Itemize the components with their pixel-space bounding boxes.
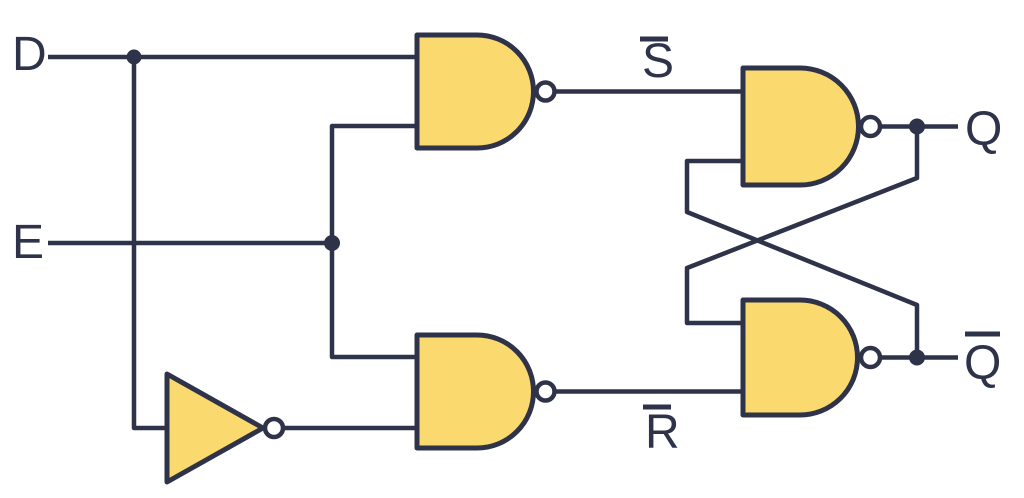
junction-dot-q-bar (909, 349, 925, 366)
not-gate-body (164, 371, 266, 485)
label-d-input: D (12, 28, 47, 81)
labels: D E S R Q Q (12, 28, 1002, 459)
wire-e-branch-bottom (329, 243, 419, 360)
wire-q-feedback (684, 126, 920, 326)
wires (48, 54, 958, 431)
junction-dot-d (126, 49, 142, 65)
wire-q-bar-feedback (684, 158, 920, 358)
nand-gate-bottom-left-body (414, 332, 536, 451)
junction-dot-q (909, 118, 925, 135)
wire-e-branch-top (329, 123, 419, 243)
junction-dot-e (324, 235, 340, 251)
nand-gate-top-right-body (740, 65, 861, 188)
nand-gate-bottom-right-inversion-bubble (858, 345, 883, 370)
nand-gate-bottom-right-body (740, 297, 860, 418)
nand-gate-bottom-left-inversion-bubble (534, 380, 557, 403)
nand-gate-top-right-inversion-bubble (858, 114, 883, 139)
nand-gate-top-left-body (414, 32, 536, 151)
label-r-internal: R (645, 406, 680, 459)
label-e-input: E (12, 216, 44, 269)
not-gate-inversion-bubble (262, 416, 286, 440)
label-q-bar-output: Q (964, 337, 1001, 390)
label-q-output: Q (965, 103, 1002, 156)
junction-dots (126, 49, 925, 366)
gates (164, 32, 883, 485)
label-s-internal: S (642, 35, 674, 88)
wire-d-to-inverter (131, 57, 169, 431)
nand-gate-top-left-inversion-bubble (534, 80, 557, 103)
